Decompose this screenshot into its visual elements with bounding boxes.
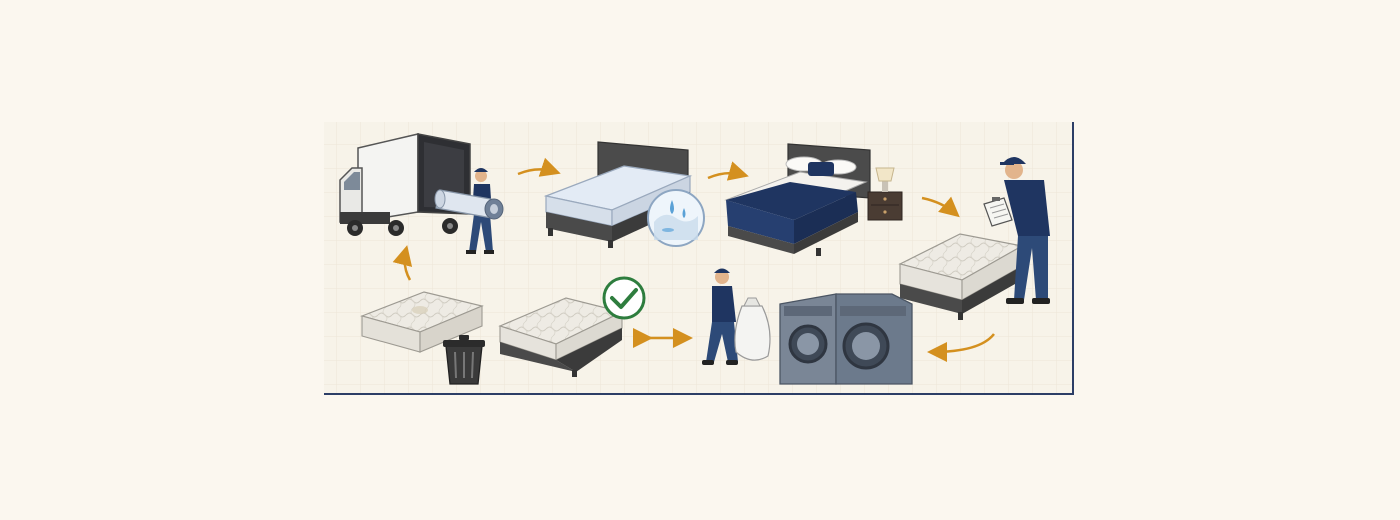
inspection-mattress (898, 233, 1024, 320)
trash-can-icon (443, 335, 485, 385)
waterproof-protector-icon (647, 189, 705, 247)
made-bed-icon (724, 143, 871, 256)
approved-mattress (498, 297, 624, 377)
nightstand-lamp (867, 167, 903, 221)
flow-arrow-disposal-to-delivery (392, 245, 413, 281)
flow-arrow-protector-to-bed (707, 161, 749, 181)
checkmark-icon (602, 276, 646, 320)
flow-arrow-bed-to-inspection (921, 196, 960, 218)
inspector-clipboard-icon (983, 197, 1013, 227)
laundry-worker (702, 268, 738, 365)
delivery-truck-icon (339, 133, 471, 236)
worn-mattress (360, 291, 484, 353)
rolled-mattress (434, 189, 504, 220)
flow-arrow-delivery-to-protector (517, 157, 561, 177)
laundry-bag (734, 297, 771, 361)
washing-machine-icon (779, 293, 913, 385)
inspector-worker (1000, 157, 1050, 304)
flow-arrow-inspection-to-laundry (927, 333, 995, 362)
